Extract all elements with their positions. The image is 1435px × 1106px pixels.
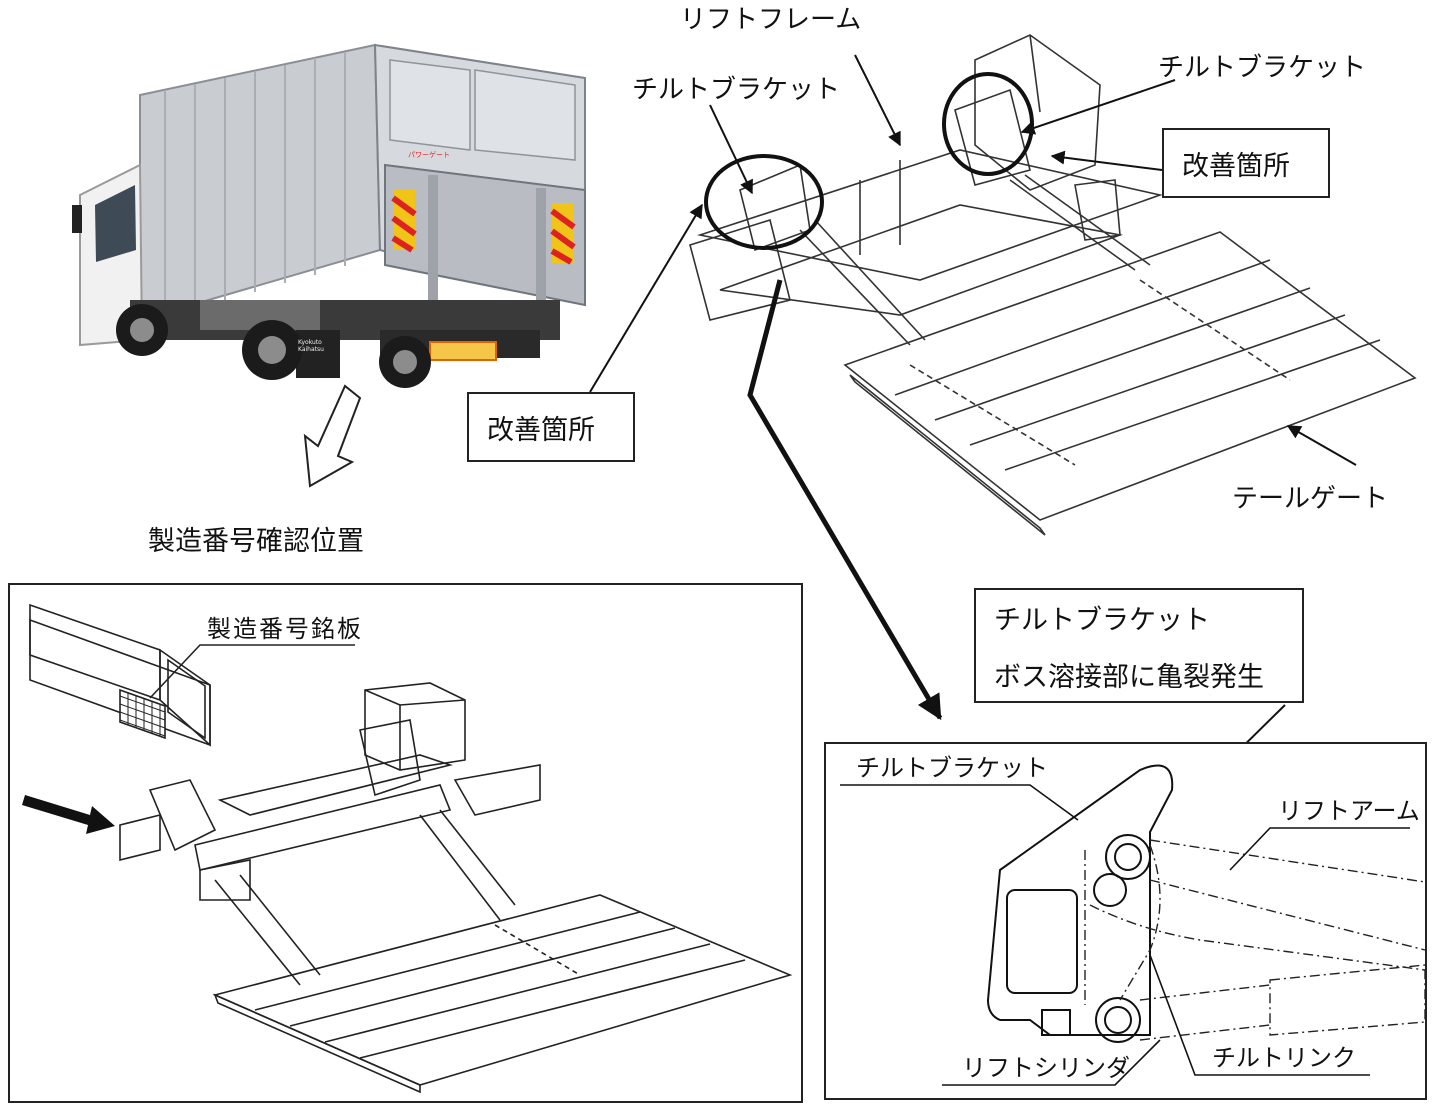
nameplate-location-panel (8, 583, 803, 1103)
improvement-right-text: 改善箇所 (1182, 150, 1290, 182)
tilt-bracket-right-label: チルトブラケット (1158, 53, 1367, 83)
improvement-box-right: 改善箇所 (1162, 128, 1330, 198)
tail-gate-label: テールゲート (1232, 484, 1389, 514)
lift-frame-label: リフトフレーム (680, 5, 862, 35)
mudflap-text: Kyokuto Kaihatsu (298, 339, 324, 353)
improvement-box-left: 改善箇所 (467, 392, 635, 462)
crack-callout-line2: ボス溶接部に亀裂発生 (994, 661, 1264, 693)
brand-mark: パワーゲート (408, 151, 450, 159)
tilt-bracket-left-label: チルトブラケット (632, 75, 841, 105)
crack-callout-box: チルトブラケット ボス溶接部に亀裂発生 (974, 588, 1304, 703)
detail-lift-arm-label: リフトアーム (1278, 797, 1420, 825)
serial-check-position-label: 製造番号確認位置 (148, 526, 364, 557)
nameplate-label: 製造番号銘板 (207, 615, 363, 643)
crack-callout-line1: チルトブラケット (994, 604, 1210, 636)
improvement-left-text: 改善箇所 (487, 414, 595, 446)
detail-lift-cylinder-label: リフトシリンダ (962, 1054, 1130, 1082)
detail-tilt-link-label: チルトリンク (1212, 1044, 1356, 1072)
detail-tilt-bracket-label: チルトブラケット (856, 754, 1048, 782)
